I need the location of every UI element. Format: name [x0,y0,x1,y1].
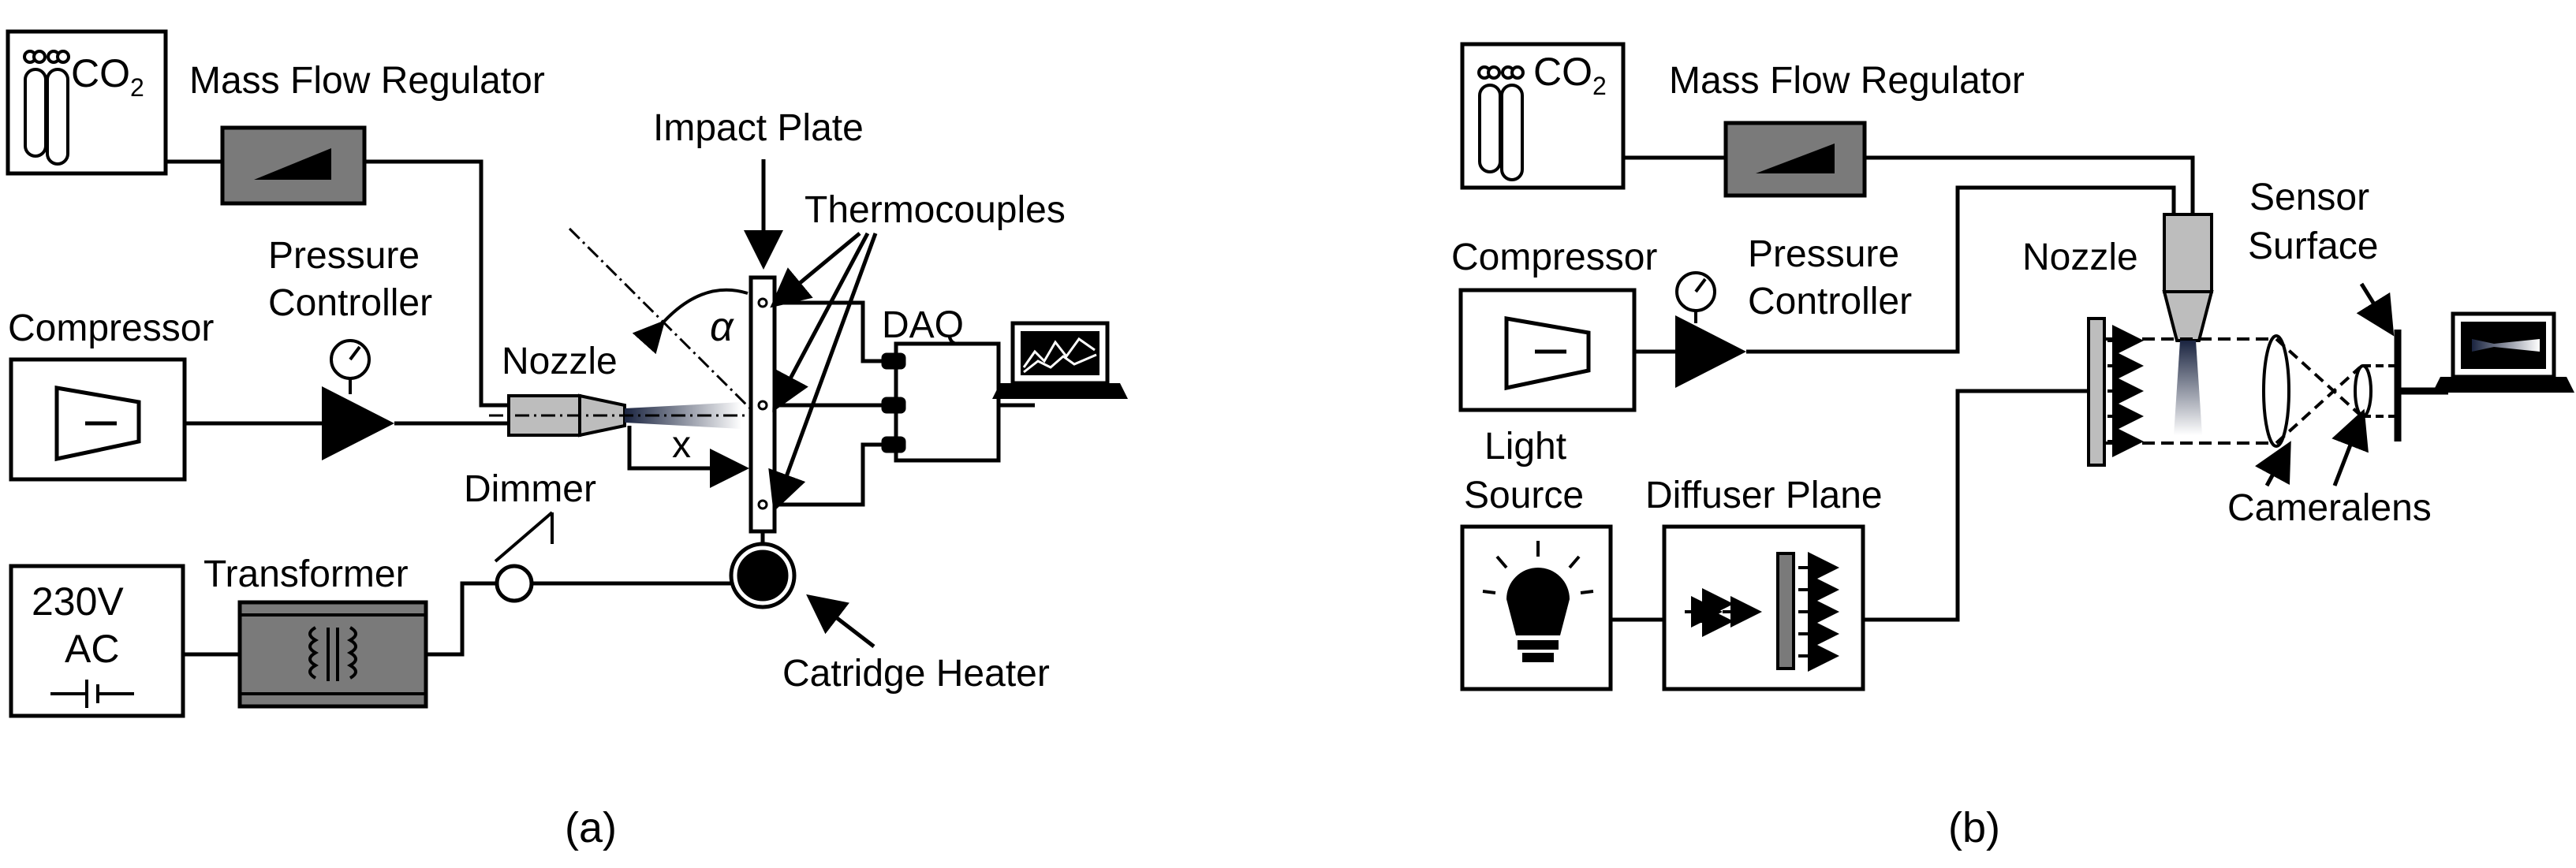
alpha-arc [632,288,749,355]
laptop-icon [2432,311,2574,393]
distance-line [627,426,749,488]
thermocouples-label: Thermocouples [805,189,1066,231]
transformer-box [237,600,428,709]
pressure-triangle-icon [322,386,394,460]
laptop-icon [992,321,1128,399]
dimmer-icon [495,564,534,603]
dimmer-label: Dimmer [464,468,596,510]
light-label: Light [1484,426,1566,468]
sensor-label: Sensor [2249,177,2369,218]
transformer-label: Transformer [203,553,409,595]
daq-label: DAQ [882,304,964,346]
co2-label-b: CO2 [1533,50,1607,100]
caption-b: (b) [1948,804,2000,851]
diffuser-plane-box [1662,524,1865,691]
co2-label: CO2 [71,51,144,102]
ac-label: AC [65,627,119,671]
heater-arrow [806,594,875,648]
lens-icon [2262,334,2290,448]
ac-voltage-label: 230V [32,579,124,624]
nozzle-body-b [2163,213,2213,293]
diffuser-plane-plate [1776,552,1795,670]
jet-spray-b [2174,341,2202,435]
controller-label: Controller [268,282,432,324]
coil-icon [308,626,319,680]
surface-label: Surface [2248,225,2378,267]
battery-icon [50,680,134,708]
alpha-label: α [710,304,734,350]
diffuser-plate-b [2087,317,2106,467]
camera-lens-icon [2354,364,2373,418]
co2-cylinder-box: CO2 [6,29,168,176]
pressure-label: Pressure [268,235,420,277]
distance-x-label: x [672,424,691,466]
cameralens-label: Cameralens [2227,487,2432,529]
source-label: Source [1464,475,1584,516]
pressure-label-b: Pressure [1748,233,1899,275]
nozzle-tip-b [2162,290,2214,342]
daq-box [894,341,1001,463]
regulator-wedge-icon [254,148,331,180]
catridge-heater-label: Catridge Heater [782,653,1050,695]
pressure-triangle-icon [1675,315,1746,388]
regulator-wedge-icon [1756,143,1835,173]
light-arrows [2107,325,2144,457]
nozzle-label-b: Nozzle [2022,237,2138,278]
impact-plate-label: Impact Plate [653,107,864,149]
caption-a: (a) [565,804,617,851]
panel-b: CO2 Mass Flow Regulator Sensor Surface C… [1451,42,2574,851]
light-bulb-icon [1482,541,1594,662]
mass-flow-regulator-label: Mass Flow Regulator [189,60,545,102]
gas-cylinder-icon [23,50,70,166]
mass-flow-regulator-label-b: Mass Flow Regulator [1669,60,2025,102]
mfr-nozzle-line [364,159,509,408]
panel-a: CO2 Mass Flow Regulator Pressure Control… [6,29,1128,851]
gas-cylinder-icon [1477,65,1525,181]
nozzle-label: Nozzle [502,341,618,382]
compressor-label-b: Compressor [1451,237,1657,278]
controller-label-b: Controller [1748,281,1912,322]
compressor-label: Compressor [8,307,214,349]
diffuser-plane-label: Diffuser Plane [1645,475,1883,516]
